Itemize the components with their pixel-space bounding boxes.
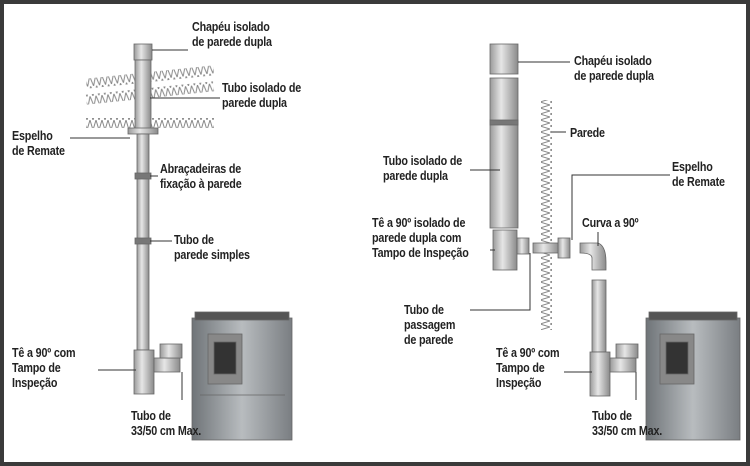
label-left-single-wall-tube: Tubo de parede simples xyxy=(174,233,250,262)
leader-lines xyxy=(70,49,670,400)
right-tee xyxy=(589,351,611,397)
label-right-wall-pass-tube: Tubo de passagem de parede xyxy=(404,303,456,347)
right-insulated-tee xyxy=(492,229,518,271)
right-elbow xyxy=(579,242,607,271)
label-left-tube-length: Tubo de 33/50 cm Max. xyxy=(131,409,202,438)
left-trim-plate xyxy=(127,127,159,135)
label-right-trim-plate: Espelho de Remate xyxy=(672,160,725,189)
label-left-insulated-tube: Tubo isolado de parede dupla xyxy=(222,81,302,110)
label-right-insulated-tee: Tê a 90º isolado de parede dupla com Tam… xyxy=(372,216,469,260)
right-wall xyxy=(541,100,552,330)
right-wall-pass-tube xyxy=(532,242,560,254)
right-trim-plate xyxy=(557,237,571,259)
label-left-cap: Chapéu isolado de parede dupla xyxy=(192,20,272,49)
label-right-wall: Parede xyxy=(570,126,605,140)
label-right-tube-length: Tubo de 33/50 cm Max. xyxy=(592,409,663,438)
right-insulated-tube xyxy=(489,77,519,229)
left-insulated-tube xyxy=(134,59,152,131)
right-stove xyxy=(645,311,741,441)
label-left-tee: Tê a 90º com Tampo de Inspeção xyxy=(12,346,76,390)
label-right-insulated-tube: Tubo isolado de parede dupla xyxy=(383,154,463,183)
left-cap xyxy=(133,43,153,61)
right-cap xyxy=(489,43,519,75)
left-tee xyxy=(133,349,155,395)
label-right-elbow: Curva a 90º xyxy=(582,216,639,230)
left-stove xyxy=(191,311,293,441)
label-right-tee: Tê a 90º com Tampo de Inspeção xyxy=(496,346,560,390)
label-left-clamps: Abraçadeiras de fixação à parede xyxy=(160,162,242,191)
label-left-trim-plate: Espelho de Remate xyxy=(12,129,65,158)
label-right-cap: Chapéu isolado de parede dupla xyxy=(574,54,654,83)
